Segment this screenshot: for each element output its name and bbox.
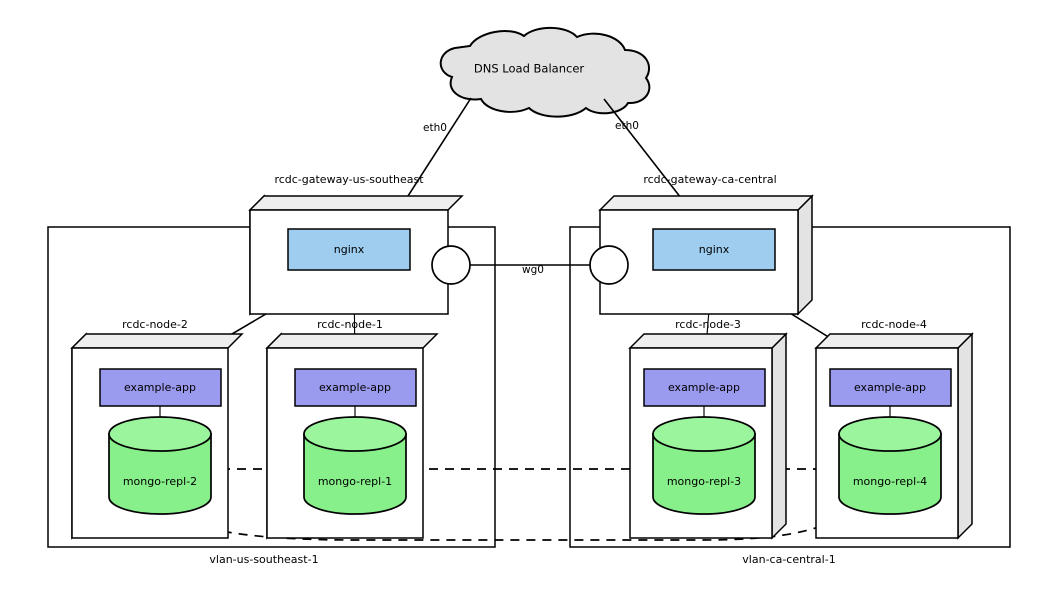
mongo-repl-4-cylinder[interactable]	[838, 416, 942, 515]
mongo-repl-4-label: mongo-repl-4	[853, 475, 927, 488]
mongo-repl-2-cylinder[interactable]	[108, 416, 212, 515]
example-app-node-3-label: example-app	[668, 381, 740, 394]
gateway-ca-central[interactable]: rcdc-gateway-ca-central nginx	[598, 173, 814, 316]
node-rcdc-node-2[interactable]: rcdc-node-2 example-app mongo-repl-2	[70, 318, 244, 540]
rcdc-node-4-label: rcdc-node-4	[861, 318, 927, 331]
mongo-repl-1-label: mongo-repl-1	[318, 475, 392, 488]
node-rcdc-node-1[interactable]: rcdc-node-1 example-app mongo-repl-1	[265, 318, 439, 540]
gateway-ca-central-side-face	[797, 194, 813, 316]
nginx-service-us-southeast[interactable]	[287, 228, 411, 271]
nginx-us-southeast-label: nginx	[334, 243, 365, 256]
rcdc-node-2-label: rcdc-node-2	[122, 318, 188, 331]
node-rcdc-node-3[interactable]: rcdc-node-3 example-app mongo-repl-3	[628, 318, 788, 540]
example-app-node-4[interactable]	[829, 368, 952, 407]
wg0-endpoint-us-southeast[interactable]	[431, 245, 471, 285]
rcdc-node-3-label: rcdc-node-3	[675, 318, 741, 331]
rcdc-node-1-label: rcdc-node-1	[317, 318, 383, 331]
mongo-repl-3-label: mongo-repl-3	[667, 475, 741, 488]
vlan-ca-central-label: vlan-ca-central-1	[742, 553, 835, 566]
mongo-repl-1-cylinder[interactable]	[303, 416, 407, 515]
nginx-ca-central-label: nginx	[699, 243, 730, 256]
gateway-ca-central-top-face	[598, 195, 814, 211]
rcdc-node-4-top-face	[814, 333, 974, 349]
mongo-repl-3-cylinder[interactable]	[652, 416, 756, 515]
rcdc-node-3-side-face	[771, 332, 787, 540]
gateway-us-southeast-top-face	[248, 195, 464, 211]
wg0-endpoint-ca-central[interactable]	[589, 245, 629, 285]
node-rcdc-node-4[interactable]: rcdc-node-4 example-app mongo-repl-4	[814, 318, 974, 540]
example-app-node-4-label: example-app	[854, 381, 926, 394]
rcdc-node-2-top-face	[70, 333, 244, 349]
example-app-node-1-label: example-app	[319, 381, 391, 394]
dns-load-balancer-cloud[interactable]: DNS Load Balancer	[439, 26, 651, 118]
gateway-us-southeast-label: rcdc-gateway-us-southeast	[274, 173, 424, 186]
example-app-node-3[interactable]	[643, 368, 766, 407]
vlan-us-southeast-label: vlan-us-southeast-1	[209, 553, 318, 566]
example-app-node-2-label: example-app	[124, 381, 196, 394]
mongo-repl-2-label: mongo-repl-2	[123, 475, 197, 488]
cloud-label: DNS Load Balancer	[474, 62, 585, 76]
eth0-right-label: eth0	[615, 120, 639, 132]
eth0-left-label: eth0	[423, 122, 447, 134]
rcdc-node-1-top-face	[265, 333, 439, 349]
gateway-us-southeast[interactable]: rcdc-gateway-us-southeast nginx	[248, 173, 464, 316]
gateway-ca-central-label: rcdc-gateway-ca-central	[643, 173, 776, 186]
nginx-service-ca-central[interactable]	[652, 228, 776, 271]
example-app-node-1[interactable]	[294, 368, 417, 407]
wg0-label: wg0	[522, 264, 544, 276]
example-app-node-2[interactable]	[99, 368, 222, 407]
rcdc-node-3-top-face	[628, 333, 788, 349]
rcdc-node-4-side-face	[957, 332, 973, 540]
